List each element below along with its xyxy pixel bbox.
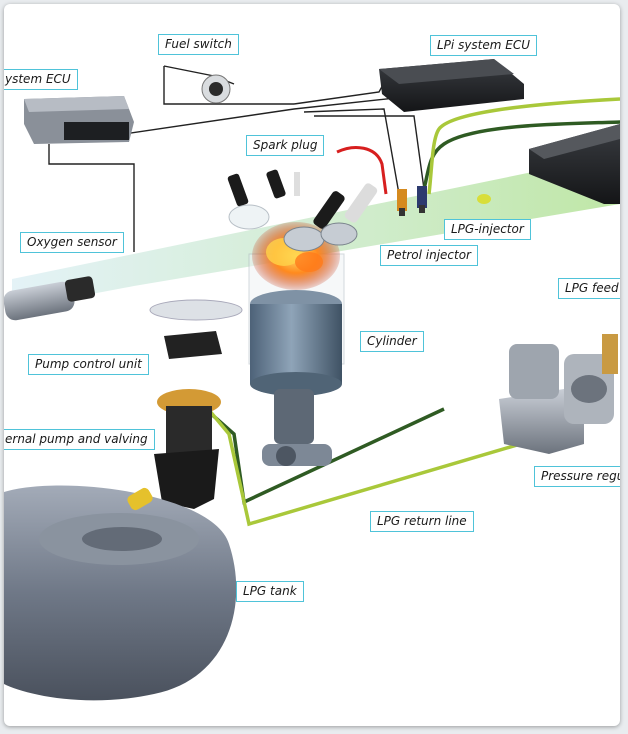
label-fuel-switch: Fuel switch [158, 34, 239, 55]
label-lpi-system-ecu: LPi system ECU [430, 35, 538, 56]
lpg-feed-unit [529, 124, 620, 204]
lpi-system-ecu-unit [379, 59, 524, 112]
label-oxygen-sensor: Oxygen sensor [20, 232, 124, 253]
fuel-switch-knob [201, 74, 231, 104]
lpg-feed-line [422, 120, 620, 190]
system-ecu-unit [24, 96, 134, 144]
tank-valve [127, 487, 153, 511]
label-lpg-tank: LPG tank [236, 581, 304, 602]
label-internal-pump: ernal pump and valving [4, 429, 155, 450]
label-spark-plug: Spark plug [246, 135, 325, 156]
lpg-return-line-pipe [427, 97, 620, 195]
label-cylinder: Cylinder [360, 331, 424, 352]
crankshaft [262, 389, 332, 466]
diagram-card: ystem ECU Fuel switch LPi system ECU Spa… [4, 4, 620, 726]
label-lpg-feed: LPG feed [558, 278, 620, 299]
cylinder-block [248, 253, 345, 396]
label-petrol-injector: Petrol injector [380, 245, 478, 266]
in-tank-pump [154, 389, 221, 509]
label-pressure-regulator: Pressure regu [534, 466, 620, 487]
exhaust-pipe [4, 276, 96, 321]
spark-plug-assembly [227, 169, 378, 230]
intake-valves [283, 222, 358, 252]
lpg-tank-body [4, 485, 237, 701]
label-lpg-injector: LPG-injector [444, 219, 531, 240]
label-pump-control-unit: Pump control unit [28, 354, 149, 375]
wiring-harness [48, 65, 425, 252]
label-lpg-return-line: LPG return line [370, 511, 474, 532]
label-system-ecu: ystem ECU [4, 69, 78, 90]
injectors [397, 186, 427, 216]
pump-control-unit-module [149, 299, 243, 359]
lpg-system-diagram [4, 59, 620, 701]
pressure-regulator-unit [499, 334, 618, 454]
